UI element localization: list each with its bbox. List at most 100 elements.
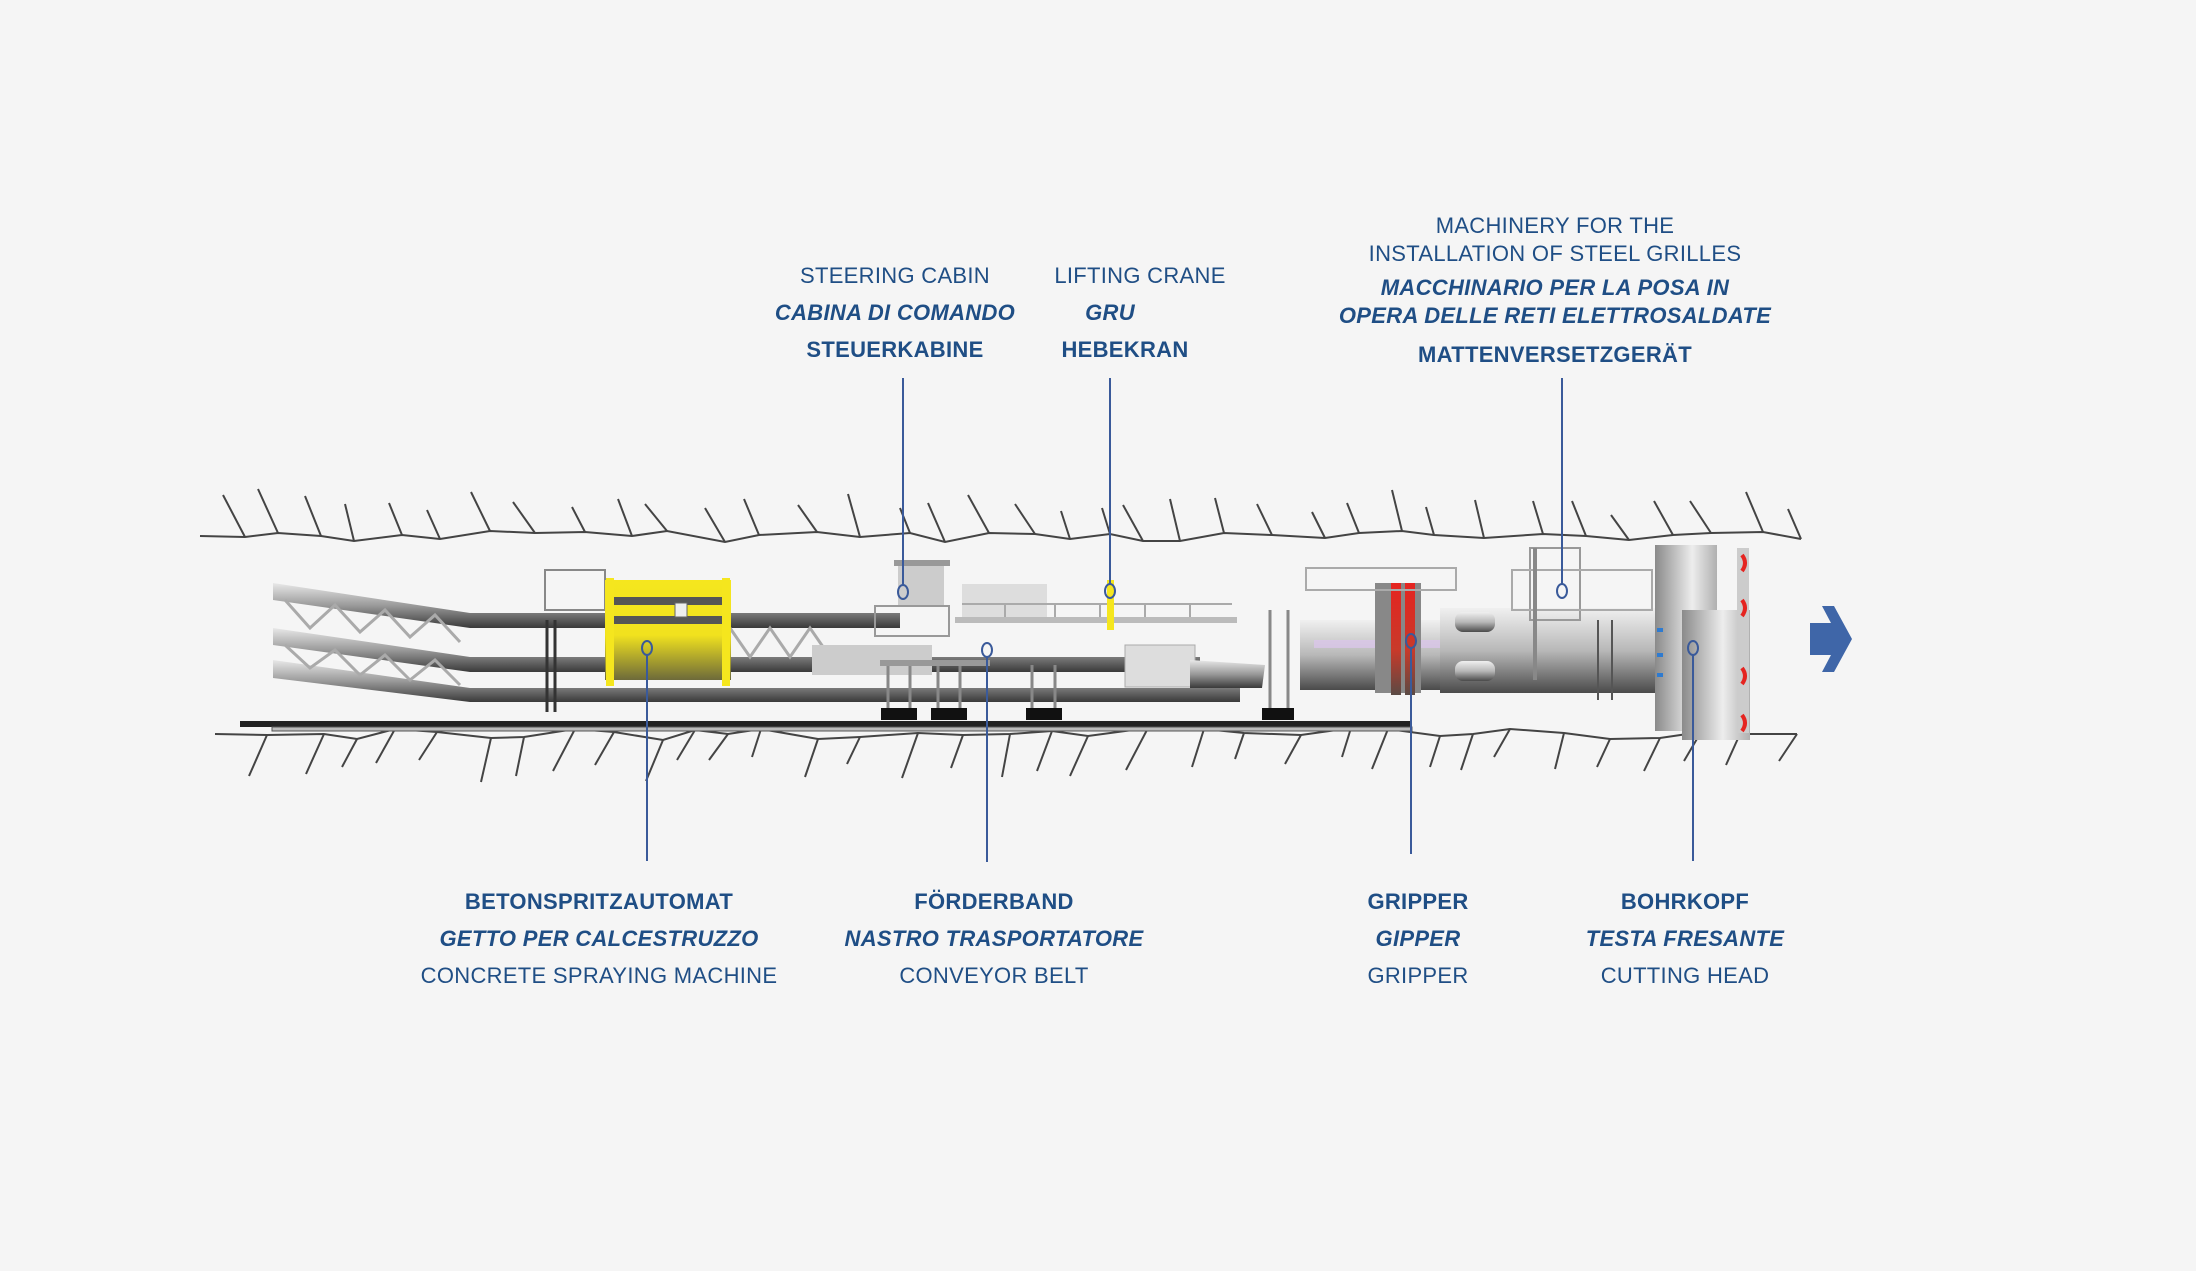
rock-hatch	[1474, 499, 1485, 539]
rock-hatch	[1060, 510, 1071, 540]
rock-hatch	[899, 507, 911, 534]
rock-hatch	[1745, 491, 1764, 533]
label-it: GRU	[1085, 300, 1135, 325]
rock-hatch	[388, 502, 403, 536]
cutting-head	[1655, 545, 1750, 740]
rock-hatch	[967, 494, 990, 534]
rock-hatch	[797, 504, 818, 533]
rock-hatch	[1653, 500, 1674, 536]
rock-hatch	[1532, 500, 1544, 535]
rock-hatch	[426, 509, 441, 540]
label-de: MATTENVERSETZGERÄT	[1418, 342, 1692, 367]
rock-hatch	[571, 506, 586, 533]
label-en: CONVEYOR BELT	[899, 963, 1089, 988]
conveyor-platform	[812, 584, 1265, 688]
rock-hatch	[375, 728, 396, 764]
rock-hatch	[927, 502, 946, 543]
rock-hatch	[1341, 727, 1352, 758]
rock-hatch	[645, 739, 664, 782]
rock-hatch	[1787, 508, 1802, 540]
label-it: GETTO PER CALCESTRUZZO	[439, 926, 759, 951]
rock-hatch	[418, 731, 438, 761]
rock-hatch	[1610, 514, 1630, 541]
marker-conveyor-belt	[981, 642, 993, 658]
leader-lines	[641, 378, 1699, 862]
rock-hatch	[743, 498, 760, 536]
rock-hatch	[1036, 730, 1053, 772]
marker-concrete-spraying	[641, 640, 653, 656]
concrete-spraying-machine	[605, 578, 731, 686]
rock-hatch	[552, 728, 576, 772]
rock-hatch	[1391, 489, 1403, 532]
label-cutting-head: BOHRKOPF TESTA FRESANTE CUTTING HEAD	[1586, 888, 1785, 999]
label-it-line1: MACCHINARIO PER LA POSA IN	[1380, 275, 1730, 300]
label-en: GRIPPER	[1367, 963, 1469, 988]
label-de: HEBEKRAN	[1061, 337, 1189, 362]
rock-hatch	[708, 733, 729, 761]
rock-hatch	[846, 736, 861, 765]
access-ladder	[544, 569, 606, 712]
marker-lifting-crane	[1104, 583, 1116, 599]
rock-hatch	[470, 491, 491, 532]
rock-hatch	[480, 737, 492, 783]
label-de: BETONSPRITZAUTOMAT	[464, 889, 734, 914]
rock-hatch	[344, 503, 355, 542]
label-de: BOHRKOPF	[1620, 889, 1750, 914]
rock-hatch	[1596, 738, 1611, 768]
label-en: STEERING CABIN	[799, 263, 991, 288]
label-lifting-crane: LIFTING CRANE GRU HEBEKRAN	[1054, 262, 1225, 373]
rock-hatch	[1001, 733, 1011, 778]
label-concrete-spraying: BETONSPRITZAUTOMAT GETTO PER CALCESTRUZZ…	[421, 888, 778, 999]
marker-gripper	[1405, 633, 1417, 649]
rock-hatch	[617, 498, 633, 537]
rock-hatch	[594, 731, 615, 766]
label-it-line2: OPERA DELLE RETI ELETTROSALDATE	[1338, 303, 1772, 328]
rock-hatch	[704, 507, 726, 543]
rock-hatch	[676, 729, 696, 761]
rock-hatch	[1689, 500, 1712, 534]
label-en: CUTTING HEAD	[1600, 963, 1770, 988]
marker-steering-cabin	[897, 584, 909, 600]
rock-hatch	[1425, 506, 1435, 536]
rock-hatch	[1429, 735, 1441, 768]
gripper-unit	[1300, 567, 1457, 695]
rock-hatch	[1346, 502, 1360, 534]
marker-grille-machinery	[1556, 583, 1568, 599]
rock-hatch	[847, 493, 861, 538]
rock-hatch	[751, 728, 762, 758]
marker-cutting-head	[1687, 640, 1699, 656]
rock-hatch	[515, 736, 525, 777]
rock-hatch	[1169, 498, 1181, 542]
rock-hatch	[1493, 728, 1511, 758]
label-en-line1: MACHINERY FOR THE	[1435, 213, 1675, 238]
chevron-right-arrow-icon	[1810, 606, 1852, 672]
rock-hatch	[341, 738, 358, 768]
steel-grille-machinery	[1440, 547, 1660, 700]
rock-hatch	[1014, 503, 1036, 535]
tunnel-ceiling-rock	[199, 488, 1802, 544]
rock-hatch	[1069, 735, 1089, 777]
rock-hatch	[1460, 733, 1474, 771]
rock-hatch	[248, 734, 268, 777]
label-gripper: GRIPPER GIPPER GRIPPER	[1367, 888, 1468, 999]
rock-hatch	[305, 733, 325, 775]
backup-truss	[273, 583, 1240, 702]
rock-hatch	[1125, 727, 1149, 771]
label-it: TESTA FRESANTE	[1585, 926, 1785, 951]
rock-hatch	[512, 501, 536, 534]
lifting-crane	[1107, 580, 1114, 630]
label-en: CONCRETE SPRAYING MACHINE	[420, 963, 778, 988]
rock-hatch	[1234, 732, 1245, 760]
rock-hatch	[1256, 503, 1273, 536]
rock-hatch	[644, 503, 668, 532]
label-en: LIFTING CRANE	[1054, 263, 1226, 288]
label-grille-machinery: MACHINERY FOR THE INSTALLATION OF STEEL …	[1339, 212, 1771, 369]
label-de: FÖRDERBAND	[914, 889, 1074, 914]
rock-hatch	[1643, 737, 1661, 772]
rock-hatch	[1371, 728, 1389, 770]
tunnel-floor-rock	[214, 726, 1798, 783]
rock-hatch	[222, 494, 246, 538]
rock-hatch	[1122, 504, 1144, 542]
rock-hatch	[901, 732, 919, 779]
